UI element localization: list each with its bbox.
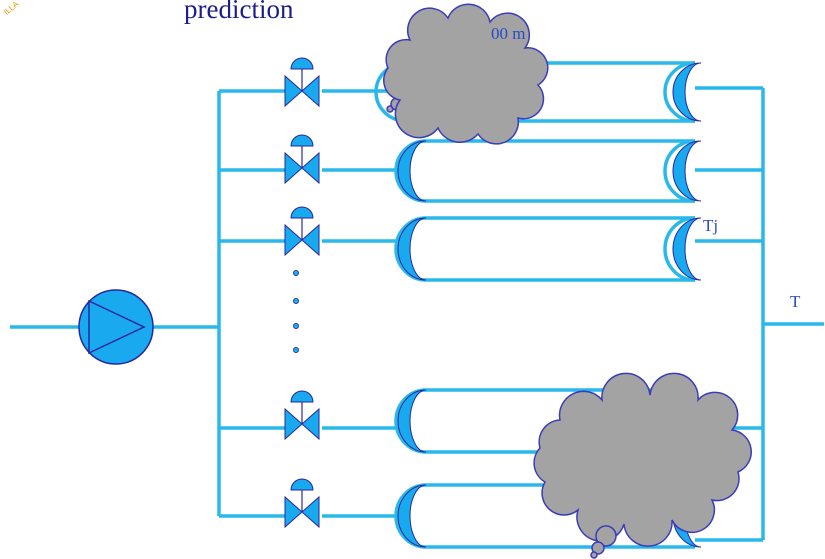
branch-temperature-label: Tj (703, 216, 719, 235)
valve-icon (284, 57, 320, 107)
valve-icon (284, 390, 320, 440)
main-piping (10, 88, 824, 540)
valve-icon (284, 478, 320, 528)
pump-icon (78, 289, 154, 365)
ellipsis-dots (292, 269, 299, 353)
outlet-temperature-label: T (790, 292, 801, 311)
thought-cloud-icon (383, 3, 549, 145)
length-label: 00 m (491, 24, 526, 43)
branch-3 (219, 216, 763, 282)
thought-cloud-icon (533, 372, 752, 559)
branch-2 (219, 139, 763, 203)
valve-icon (284, 134, 320, 184)
page-title: prediction (184, 0, 294, 24)
valve-icon (284, 206, 320, 256)
